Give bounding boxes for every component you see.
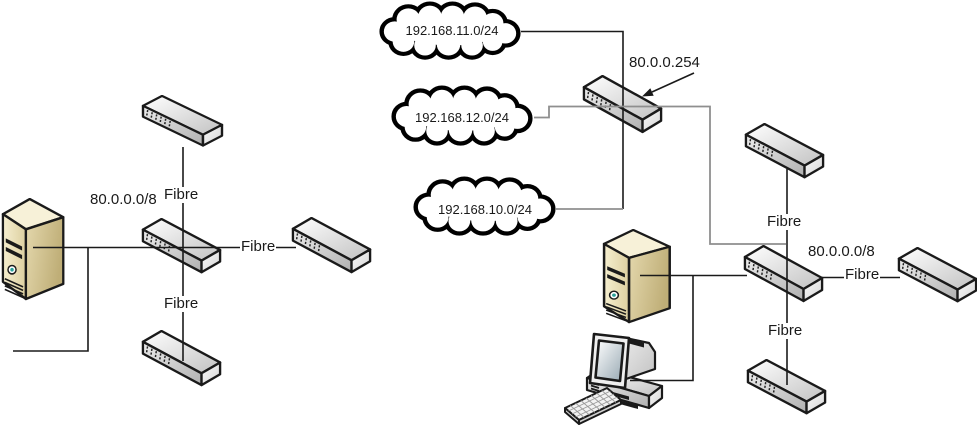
left-fibre-top-label: Fibre	[163, 186, 200, 203]
cloud-3-label: 192.168.10.0/24	[438, 202, 532, 217]
link-workstation	[630, 275, 694, 382]
cloud-1-label: 192.168.11.0/24	[405, 23, 499, 38]
left-network-label: 80.0.0.0/8	[89, 191, 158, 208]
switch-right-top	[744, 123, 825, 179]
link-cloud1-router	[521, 30, 624, 209]
gray-links	[534, 105, 786, 245]
left-fibre-bottom-label: Fibre	[163, 295, 200, 312]
right-network-label: 80.0.0.0/8	[807, 243, 876, 260]
right-fibre-top-label: Fibre	[766, 213, 803, 230]
link-cloud2-router-rightsite	[534, 105, 786, 245]
switch-left-bottom	[141, 330, 222, 387]
switch-left-east	[291, 217, 372, 274]
right-fibre-right-label: Fibre	[844, 266, 881, 283]
server-left	[1, 198, 65, 301]
link-left-branch	[13, 247, 89, 352]
switch-right-east	[897, 247, 977, 303]
workstation	[563, 332, 664, 426]
router-callout-arrow	[642, 72, 695, 97]
switch-left-center	[141, 218, 222, 274]
router-ip-label: 80.0.0.254	[628, 54, 701, 71]
switch-left-top	[141, 95, 224, 147]
cloud-2-label: 192.168.12.0/24	[415, 110, 509, 125]
right-fibre-bottom-label: Fibre	[767, 322, 804, 339]
left-fibre-right-label: Fibre	[240, 238, 277, 255]
